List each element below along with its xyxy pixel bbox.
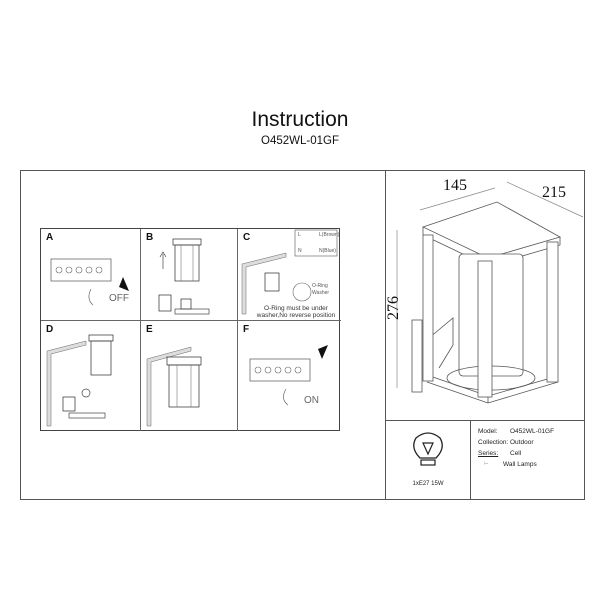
instruction-frame bbox=[20, 170, 585, 500]
terminal-n: N bbox=[298, 248, 302, 254]
step-a: A OFF bbox=[41, 229, 141, 321]
product-specs: Model: O452WL-01GF Collection:Outdoor Ser… bbox=[478, 428, 583, 472]
model-code: O452WL-01GF bbox=[261, 135, 339, 147]
remove-cover-illustration bbox=[158, 238, 210, 315]
terminal-l-wire: L(Brown) bbox=[319, 232, 340, 238]
step-label: D bbox=[46, 324, 54, 335]
step-f: F ON bbox=[238, 321, 341, 431]
off-text: OFF bbox=[109, 293, 129, 304]
series-label: Series: bbox=[478, 450, 499, 457]
washer-label: Washer bbox=[312, 290, 329, 296]
step-label: F bbox=[243, 324, 250, 335]
terminal-n-wire: N(Blue) bbox=[319, 248, 336, 254]
type-value: Wall Lamps bbox=[503, 461, 537, 468]
divider bbox=[470, 420, 471, 500]
lamp-drawing bbox=[411, 201, 562, 404]
depth-dimension-line bbox=[506, 181, 584, 218]
step-label: A bbox=[46, 232, 54, 243]
switch-on-illustration: ON bbox=[249, 345, 328, 406]
divider bbox=[385, 420, 585, 421]
light-bulb-icon bbox=[413, 432, 443, 466]
collection-label: Collection: bbox=[478, 439, 509, 446]
oring-label: O-Ring bbox=[312, 283, 328, 289]
step-e: E bbox=[141, 321, 238, 431]
step-label: E bbox=[146, 324, 153, 335]
collection-value: Outdoor bbox=[510, 439, 534, 446]
divider bbox=[385, 170, 386, 500]
installation-steps: A OFF B C L L(Brown) bbox=[40, 228, 341, 431]
depth-dimension: 215 bbox=[542, 184, 566, 201]
height-dimension: 276 bbox=[385, 296, 402, 320]
mount-illustration bbox=[46, 334, 114, 427]
lamp-dimension-drawing: 145 215 276 bbox=[385, 177, 584, 404]
model-value: O452WL-01GF bbox=[510, 428, 555, 435]
width-dimension-line bbox=[419, 187, 496, 211]
switch-off-illustration: OFF bbox=[50, 258, 129, 306]
assemble-illustration bbox=[146, 346, 202, 427]
step-d: D bbox=[41, 321, 141, 431]
step-label: C bbox=[243, 232, 251, 243]
on-text: ON bbox=[304, 395, 319, 406]
oring-note: O-Ring must be under washer,No reverse p… bbox=[256, 305, 336, 319]
wiring-illustration: L L(Brown) N N(Blue) O-Ring Washer bbox=[241, 229, 340, 315]
wall-lamp-icon: ⊢ bbox=[484, 461, 489, 467]
step-c: C L L(Brown) N N(Blue) O-Ring Washer O-R… bbox=[238, 229, 341, 321]
step-label: B bbox=[146, 232, 154, 243]
bulb-box: 1xE27 15W bbox=[398, 428, 458, 492]
step-b: B bbox=[141, 229, 238, 321]
bulb-spec: 1xE27 15W bbox=[412, 481, 444, 487]
series-value: Cell bbox=[510, 450, 522, 457]
model-label: Model: bbox=[478, 428, 498, 435]
page-title: Instruction bbox=[251, 108, 349, 131]
width-dimension: 145 bbox=[443, 177, 467, 194]
terminal-l: L bbox=[298, 232, 301, 238]
